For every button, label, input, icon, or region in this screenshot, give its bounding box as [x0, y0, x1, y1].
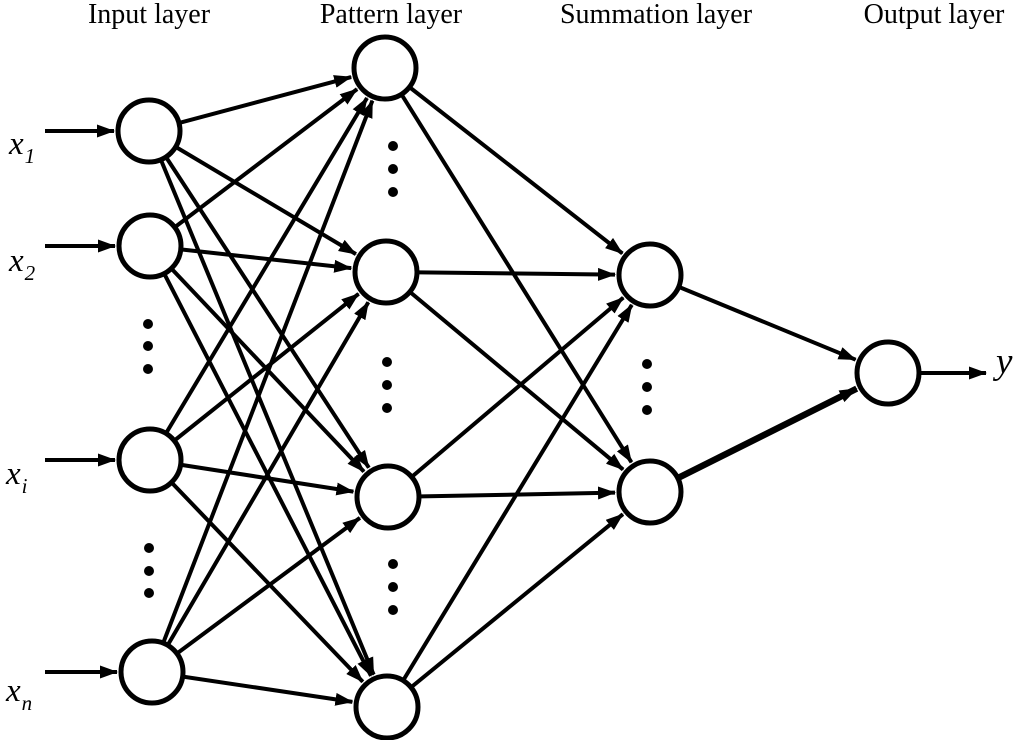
- edge-P2-S1: [385, 267, 617, 281]
- edge-P4-S2: [385, 512, 625, 709]
- layer-label-summation: Summation layer: [559, 0, 753, 30]
- ellipsis-dot: [382, 403, 392, 413]
- input-label-xn: xn: [6, 673, 32, 716]
- output-label-y: y: [996, 343, 1012, 380]
- node-I2: [116, 212, 184, 280]
- node-P3: [354, 463, 422, 531]
- ellipsis-dot: [642, 405, 652, 415]
- node-P2: [352, 238, 420, 306]
- edge-I2-P1: [148, 87, 359, 248]
- output-label-y-base: y: [996, 341, 1013, 382]
- node-S2: [616, 458, 684, 526]
- ellipsis-dot: [143, 341, 153, 351]
- input-label-x2-sub: 2: [24, 261, 36, 285]
- edge-P1-S1: [383, 66, 624, 256]
- ellipsis-dot: [143, 364, 153, 374]
- ellipsis-dot: [388, 605, 398, 615]
- edge-S2-O1: [648, 385, 859, 495]
- ellipsis-dot: [388, 164, 398, 174]
- edge-I3-P3: [149, 458, 355, 496]
- edge-I2-P4: [148, 245, 373, 677]
- edge-I3-P1: [148, 96, 369, 462]
- edge-S1-O1: [649, 273, 857, 362]
- node-I3: [116, 426, 184, 494]
- input-label-x2: x2: [9, 243, 35, 286]
- input-label-xn-base: x: [6, 673, 21, 709]
- edge-I4-P4: [151, 670, 354, 706]
- layer-label-input: Input layer: [87, 0, 211, 30]
- edge-P3-S1: [386, 296, 625, 499]
- input-label-xi-base: x: [6, 456, 21, 492]
- edge-I4-P1: [150, 99, 375, 673]
- layer-label-output: Output layer: [863, 0, 1005, 30]
- ellipsis-dot: [642, 359, 652, 369]
- edge-P2-S2: [384, 270, 625, 472]
- edge-I4-P2: [150, 301, 371, 674]
- node-S1: [616, 241, 684, 309]
- edge-I3-P2: [148, 292, 360, 462]
- node-P1: [351, 34, 419, 102]
- ellipsis-dot: [382, 357, 392, 367]
- input-label-x1-base: x: [9, 126, 24, 162]
- ellipsis-dot: [144, 566, 154, 576]
- input-label-x2-base: x: [9, 243, 24, 279]
- edge-P3-S2: [387, 486, 617, 500]
- node-O1: [854, 339, 922, 407]
- ellipsis-dot: [388, 141, 398, 151]
- node-P4: [353, 673, 421, 740]
- node-I4: [118, 638, 186, 706]
- ellipsis-dot: [382, 380, 392, 390]
- ellipsis-dot: [143, 319, 153, 329]
- input-label-x1-sub: 1: [24, 144, 36, 168]
- ellipsis-dot: [388, 559, 398, 569]
- edge-P1-S2: [383, 66, 634, 464]
- edge-I2-P3: [148, 244, 366, 473]
- ellipsis-dot: [642, 382, 652, 392]
- edge-I2-P2: [149, 244, 353, 273]
- edge-I1-P3: [147, 129, 371, 469]
- ellipsis-dot: [388, 582, 398, 592]
- input-label-x1: x1: [9, 126, 35, 169]
- ellipsis-dot: [144, 543, 154, 553]
- edge-I4-P3: [150, 516, 362, 674]
- ellipsis-dot: [388, 187, 398, 197]
- node-I1: [115, 97, 183, 165]
- edge-I3-P4: [148, 458, 365, 684]
- layer-label-pattern: Pattern layer: [319, 0, 463, 30]
- input-label-xi-sub: i: [21, 474, 28, 498]
- edge-I1-P4: [147, 130, 376, 676]
- edge-I1-P1: [148, 75, 353, 133]
- edge-P4-S1: [385, 303, 634, 709]
- input-label-xn-sub: n: [21, 691, 33, 715]
- ellipsis-dot: [144, 588, 154, 598]
- input-label-xi: xi: [6, 456, 28, 499]
